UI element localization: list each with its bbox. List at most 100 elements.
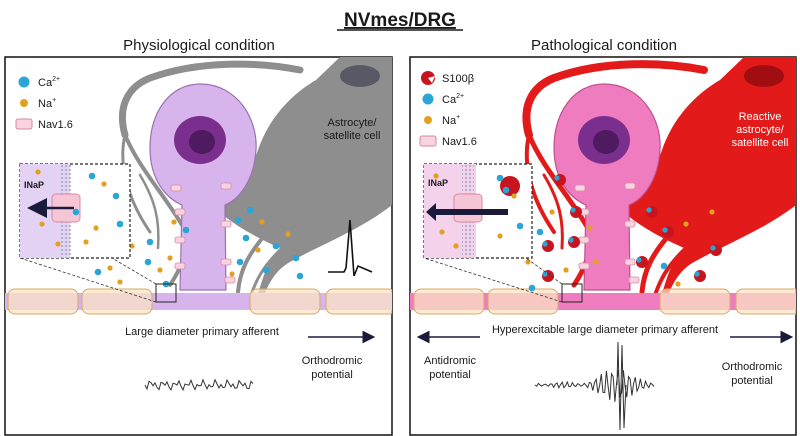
neuron-nucleolus	[593, 130, 619, 154]
legend-label: Nav1.6	[442, 136, 477, 148]
calcium-ion	[536, 228, 544, 236]
left-panel-heading: Physiological condition	[123, 37, 275, 54]
calcium-ion	[234, 216, 242, 224]
nav16-channel	[578, 236, 590, 244]
left-panel: INaP Ca2+Na+Nav1.6 Astrocyte/ satellite …	[4, 56, 393, 436]
zoom-line-bottom	[19, 257, 157, 303]
sodium-ion	[525, 259, 531, 265]
sodium-ion	[129, 243, 135, 249]
sodium-ion	[593, 259, 599, 265]
orthodromic-label-1: Orthodromic	[722, 361, 783, 373]
afferent-label: Large diameter primary afferent	[125, 326, 279, 338]
myelin-sheath	[735, 288, 796, 315]
s100b-ca-complex	[568, 236, 580, 248]
astrocyte-process-right	[236, 233, 267, 294]
sodium-ion	[549, 209, 555, 215]
sodium-ion	[563, 267, 569, 273]
calcium-ion	[236, 258, 244, 266]
legend-item: Na+	[20, 97, 56, 110]
sodium-ion	[439, 229, 445, 235]
nav16-channel-icon	[15, 118, 33, 130]
reactive-label-line1: Reactive	[739, 111, 782, 123]
reactive-astrocyte-process-upper	[522, 60, 708, 139]
s100b-ca-complex	[694, 270, 706, 282]
sodium-ion	[83, 239, 89, 245]
antidromic-label-2: potential	[429, 369, 471, 381]
zoom-source-box	[155, 283, 177, 303]
myelin-sheath	[7, 288, 79, 315]
sodium-ion	[39, 221, 45, 227]
legend-item: S100β	[421, 71, 474, 85]
inap-label: INaP	[428, 178, 448, 188]
astrocyte-cell	[222, 57, 392, 300]
s100b-ca-complex	[542, 240, 554, 252]
baseline-noise-trace	[144, 378, 254, 392]
reactive-process-right	[639, 232, 672, 295]
sodium-ion	[255, 247, 261, 253]
calcium-ion	[72, 208, 80, 216]
calcium-ion	[292, 254, 300, 262]
myelin-sheath	[659, 288, 731, 315]
nav16-channel	[220, 258, 232, 266]
sodium-ion	[167, 255, 173, 261]
s100b-icon	[421, 71, 435, 85]
legend-item: Na+	[424, 114, 460, 127]
inap-inset-pathological: INaP	[423, 163, 533, 259]
zoom-source-box	[561, 283, 583, 303]
nav16-channel	[624, 258, 636, 266]
zoom-line-top	[111, 257, 157, 285]
nav16-channel	[174, 262, 186, 270]
s100b-ca-complex	[710, 244, 722, 256]
calcium-icon	[18, 76, 30, 88]
nav16-channel	[624, 220, 636, 228]
s100b-ca-complex	[542, 270, 554, 282]
orthodromic-label-2: potential	[731, 375, 773, 387]
astrocyte-nucleus	[340, 65, 380, 87]
calcium-ion	[296, 272, 304, 280]
myelin-sheath	[81, 288, 153, 315]
nav16-channel-icon	[419, 135, 437, 147]
nav16-channel	[578, 262, 590, 270]
sodium-ion	[229, 271, 235, 277]
calcium-ion	[496, 174, 504, 182]
hyperexcitable-afferent-label: Hyperexcitable large diameter primary af…	[492, 324, 718, 336]
s100b-ca-complex	[554, 174, 566, 186]
astrocyte-process-branch-3	[138, 173, 160, 250]
sodium-ion	[285, 231, 291, 237]
main-title: NVmes/DRG	[344, 10, 456, 31]
sodium-ion	[117, 279, 123, 285]
astrocyte-label-line1: Astrocyte/	[328, 117, 378, 129]
legend-item: Nav1.6	[419, 135, 477, 148]
sodium-ion	[497, 233, 503, 239]
myelin-sheath	[249, 288, 321, 315]
calcium-ion	[94, 268, 102, 276]
antidromic-label-1: Antidromic	[424, 355, 476, 367]
sodium-icon	[20, 99, 28, 107]
legend-label: Na+	[38, 97, 56, 110]
myelin-sheath	[413, 288, 485, 315]
sodium-ion	[453, 243, 459, 249]
sodium-ion	[35, 169, 41, 175]
calcium-ion	[272, 242, 280, 250]
sodium-ion	[259, 219, 265, 225]
s100b-ca-complex	[570, 206, 582, 218]
zoom-line-bottom	[423, 257, 563, 303]
action-potential-trace	[328, 219, 373, 277]
calcium-ion	[660, 262, 668, 270]
sodium-ion	[433, 173, 439, 179]
legend-label: S100β	[442, 73, 474, 85]
nav16-channel	[174, 208, 186, 216]
sodium-ion	[101, 181, 107, 187]
calcium-ion	[88, 172, 96, 180]
myelin-sheath	[487, 288, 559, 315]
reactive-label-line2: astrocyte/	[736, 124, 785, 136]
right-panel-heading: Pathological condition	[531, 37, 677, 54]
nav16-channel	[624, 182, 636, 190]
nav16-channel	[220, 182, 232, 190]
s100b-ca-complex	[646, 206, 658, 218]
s100b-ca-complex	[662, 226, 674, 238]
calcium-ion	[116, 220, 124, 228]
calcium-ion	[262, 266, 270, 274]
neuron-nucleolus	[189, 130, 215, 154]
